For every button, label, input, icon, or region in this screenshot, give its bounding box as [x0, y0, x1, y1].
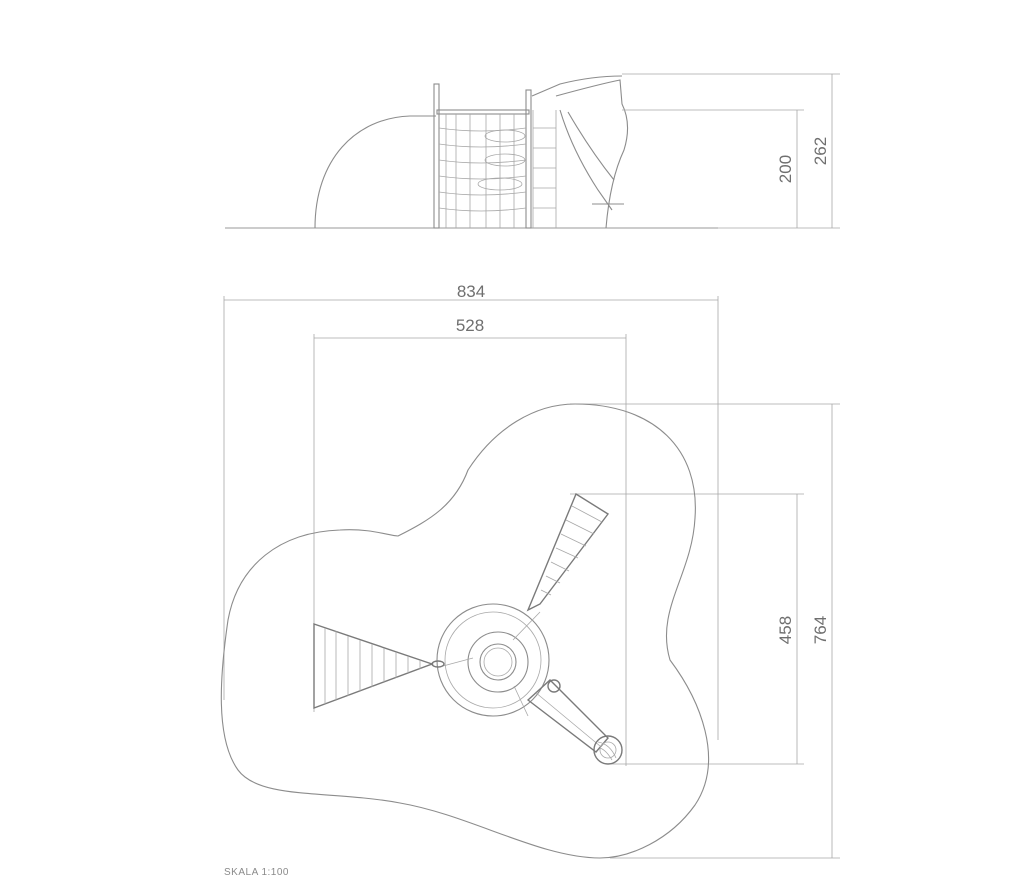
- dimension-834: 834: [457, 282, 485, 301]
- tower-posts: [433, 83, 532, 229]
- side-elevation-view: [225, 75, 718, 229]
- safety-zone-outline: [220, 403, 709, 859]
- plan-dimension-lines: [223, 296, 840, 859]
- triangular-net: [313, 623, 445, 710]
- angled-ladder: [526, 492, 610, 612]
- side-ladder: [532, 110, 557, 228]
- net-climber: [438, 114, 527, 228]
- scale-label: SKALA 1:100: [224, 867, 289, 878]
- dimension-764: 764: [811, 616, 830, 644]
- tube-slide: [531, 75, 629, 229]
- plan-slide: [526, 679, 623, 765]
- dome-silhouette: [314, 115, 436, 229]
- dimension-458: 458: [776, 616, 795, 644]
- dimension-528: 528: [456, 316, 484, 335]
- side-dimension-lines: [622, 73, 840, 229]
- central-tower: [436, 603, 550, 717]
- dimension-262: 262: [811, 137, 830, 165]
- dimension-200: 200: [776, 155, 795, 183]
